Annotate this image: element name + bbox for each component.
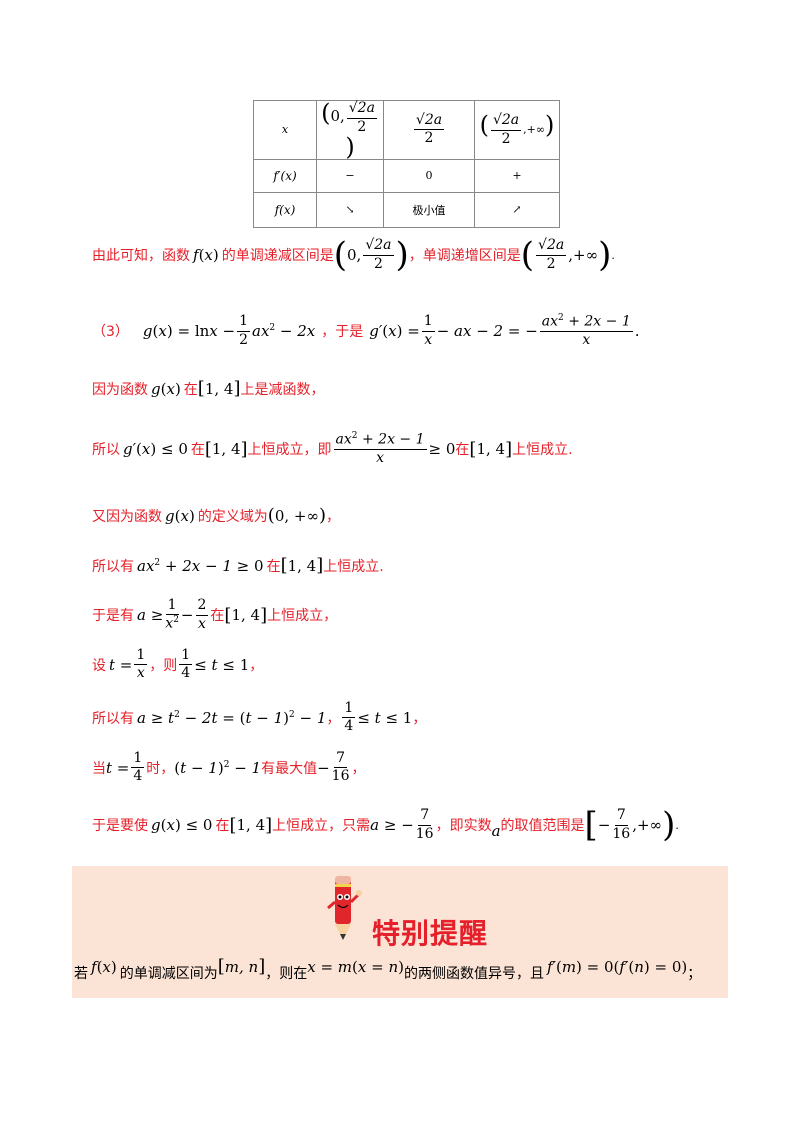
line-6: 所以有 ax2 + 2x − 1 ≥ 0 在 [1, 4] 上恒成立. (92, 555, 384, 576)
tip-title: 特别提醒 (372, 917, 489, 950)
tip-box (72, 866, 728, 998)
table-cell: ↘ (316, 191, 384, 228)
pencil-mascot-icon (327, 876, 362, 940)
table-cell: 极小值 (383, 191, 475, 228)
tip-text: 若 f(x) 的单调减区间为 [m, n] ，则在 x = m(x = n) 的… (74, 956, 702, 982)
table-row-label: f(x) (253, 191, 317, 228)
table-cell: ↗ (474, 191, 560, 228)
table-cell: 0 (383, 158, 475, 193)
table-cell: + (474, 158, 560, 193)
line-5: 又因为函数 g(x) 的定义域为 (0, +∞)， (92, 505, 341, 526)
line-3: 因为函数 g(x) 在 [1, 4] 上是减函数， (92, 378, 325, 399)
line-4: 所以 g′(x) ≤ 0 在 [1, 4] 上恒成立，即 ax2 + 2x − … (92, 431, 573, 467)
table-cell: − (316, 158, 384, 193)
table-row-label: f′(x) (253, 158, 317, 193)
table-row-label: x (253, 100, 317, 160)
